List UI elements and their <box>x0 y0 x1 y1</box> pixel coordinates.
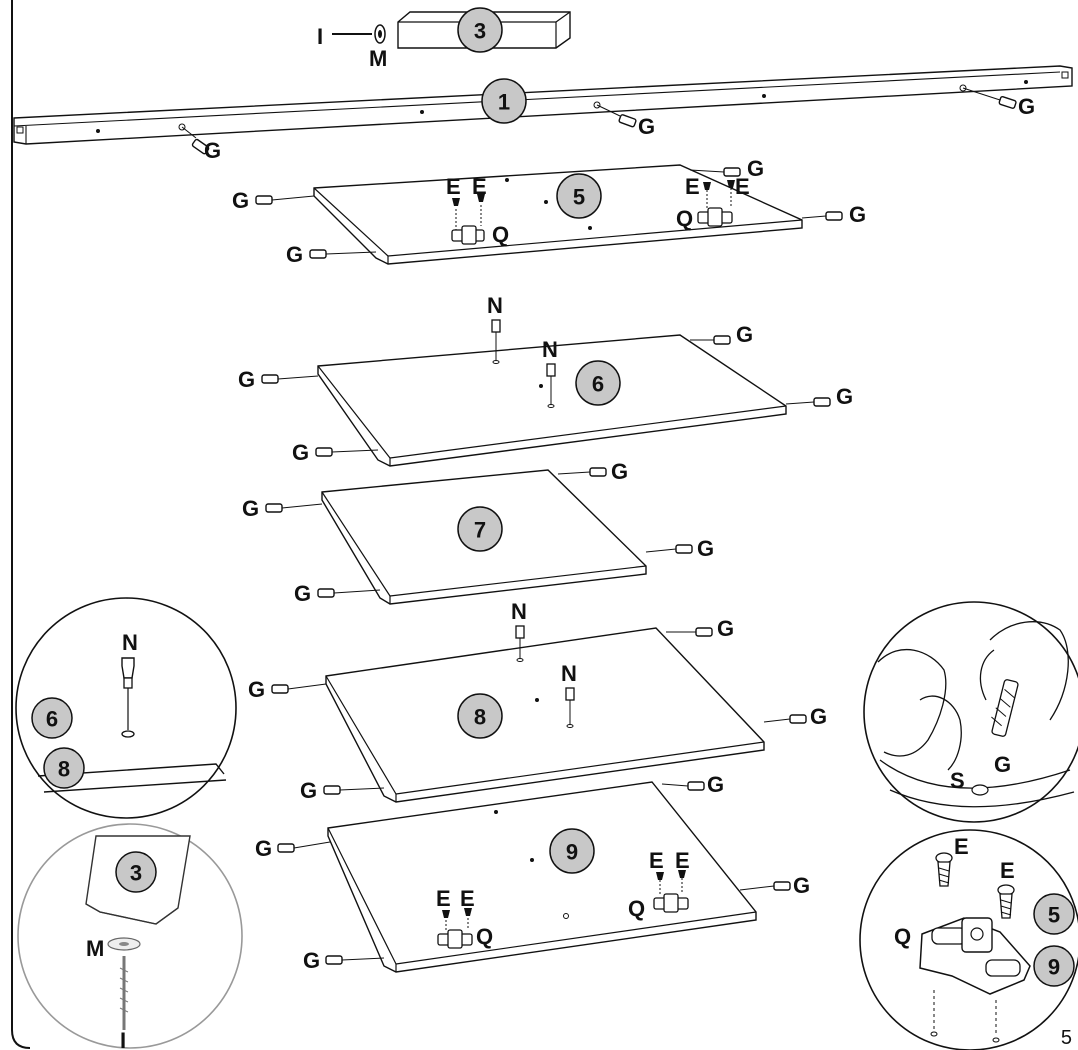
detail-screw-a-label: E <box>954 834 969 859</box>
dowel-label: G <box>300 778 317 803</box>
dowel-label: G <box>204 138 221 163</box>
screw-label: E <box>460 886 475 911</box>
dowel-label: G <box>638 114 655 139</box>
part-8-badge: 8 <box>457 693 503 739</box>
detail-bolt-label: I <box>120 1028 126 1050</box>
screw-label: E <box>436 886 451 911</box>
part-1-number: 1 <box>498 90 510 115</box>
part-3-badge: 3 <box>457 7 503 53</box>
detail-part-9: 9 <box>1048 955 1060 980</box>
shelf-pin-label: N <box>511 599 527 624</box>
dowel-label: G <box>611 459 628 484</box>
dowel-label: G <box>810 704 827 729</box>
dowel-label: G <box>303 948 320 973</box>
bolt-label: I <box>317 24 323 49</box>
dowel-label: G <box>849 202 866 227</box>
part-1-rail <box>13 65 1073 156</box>
dowel-label: G <box>736 322 753 347</box>
shelf-pin-label: N <box>542 337 558 362</box>
part-7-number: 7 <box>474 518 486 543</box>
detail-leg-fixing <box>17 823 243 1049</box>
detail-hinge-plate <box>859 829 1078 1050</box>
part-8-panel <box>271 625 807 803</box>
dowel-label: G <box>255 836 272 861</box>
dowel-label: G <box>248 677 265 702</box>
detail-part-8: 8 <box>58 757 70 782</box>
screw-label: E <box>735 174 750 199</box>
dowel-label: G <box>232 188 249 213</box>
dowel-label: G <box>697 536 714 561</box>
dowel-label: G <box>292 440 309 465</box>
part-3-block <box>332 11 571 49</box>
part-6-panel <box>261 319 831 467</box>
screw-label: E <box>649 848 664 873</box>
dowel-label: G <box>793 873 810 898</box>
detail-part-3: 3 <box>130 861 142 886</box>
screw-label: E <box>446 174 461 199</box>
part-9-badge: 9 <box>549 828 595 874</box>
part-1-badge: 1 <box>481 78 527 124</box>
detail-shelf-pin-label: N <box>122 630 138 655</box>
hinge-label: Q <box>492 222 509 247</box>
hinge-label: Q <box>476 924 493 949</box>
shelf-pin-label: N <box>487 293 503 318</box>
detail-washer-label: M <box>86 936 104 961</box>
hinge-label: Q <box>676 206 693 231</box>
dowel-label: G <box>836 384 853 409</box>
dowel-label: G <box>1018 94 1035 119</box>
dowel-label: G <box>242 496 259 521</box>
part-8-number: 8 <box>474 705 486 730</box>
dowel-label: G <box>747 156 764 181</box>
dowel-label: G <box>707 772 724 797</box>
part-6-number: 6 <box>592 372 604 397</box>
detail-glue-label: S <box>950 768 965 793</box>
detail-dowel-label: G <box>994 752 1011 777</box>
washer-label: M <box>369 46 387 71</box>
part-3-number: 3 <box>474 19 486 44</box>
page-number: 5 <box>1060 1027 1072 1049</box>
part-9-number: 9 <box>566 840 578 865</box>
dowel-label: G <box>238 367 255 392</box>
shelf-pin-label: N <box>561 661 577 686</box>
screw-label: E <box>472 174 487 199</box>
detail-part-5: 5 <box>1048 903 1060 928</box>
detail-glue-dowel <box>863 601 1078 823</box>
detail-part-6: 6 <box>46 707 58 732</box>
dowel-label: G <box>717 616 734 641</box>
detail-shelf-pin <box>15 597 237 819</box>
dowel-label: G <box>286 242 303 267</box>
part-9-panel <box>277 781 791 973</box>
part-5-number: 5 <box>573 185 585 210</box>
dowel-label: G <box>294 581 311 606</box>
detail-screw-b-label: E <box>1000 858 1015 883</box>
screw-label: E <box>685 174 700 199</box>
screw-label: E <box>675 848 690 873</box>
part-6-badge: 6 <box>575 360 621 406</box>
part-7-badge: 7 <box>457 506 503 552</box>
detail-plate-label: Q <box>894 924 911 949</box>
page-frame <box>11 0 31 1049</box>
part-5-panel <box>255 164 843 265</box>
part-5-badge: 5 <box>556 173 602 219</box>
hinge-label: Q <box>628 896 645 921</box>
